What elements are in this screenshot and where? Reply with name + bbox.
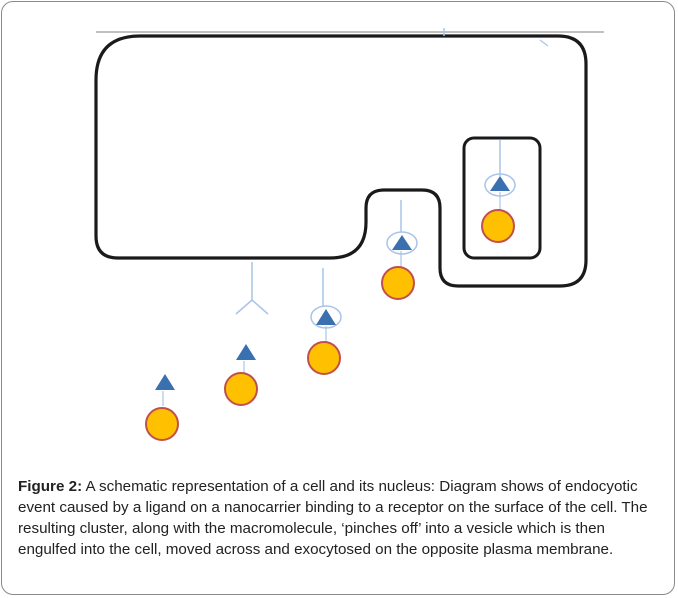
nanocarrier [307,341,341,375]
invagination-complex [381,200,418,300]
ligand-triangle [392,235,412,250]
approaching-complex [224,344,258,406]
nanocarrier [481,209,515,243]
receptor-arm [251,299,269,315]
ligand-triangle [236,344,256,360]
ligand-triangle [155,374,175,390]
free-receptor [235,262,269,315]
vesicle [462,136,542,260]
figure-caption: Figure 2: A schematic representation of … [18,476,658,560]
ligand-triangle [316,309,336,325]
nanocarrier [145,407,179,441]
nanocarrier [381,266,415,300]
cell-membrane [94,34,588,288]
binding-complex [307,268,342,375]
receptor-binding-site [386,231,418,255]
receptor-arm [235,299,253,315]
endocytosis-diagram [94,28,604,441]
ligand-triangle [490,176,510,191]
vesicle-complex [481,140,516,243]
nanocarrier [224,372,258,406]
receptor-mark [539,39,549,47]
caption-text: A schematic representation of a cell and… [18,478,648,558]
caption-label: Figure 2: [18,478,83,495]
approaching-complex [145,374,179,441]
